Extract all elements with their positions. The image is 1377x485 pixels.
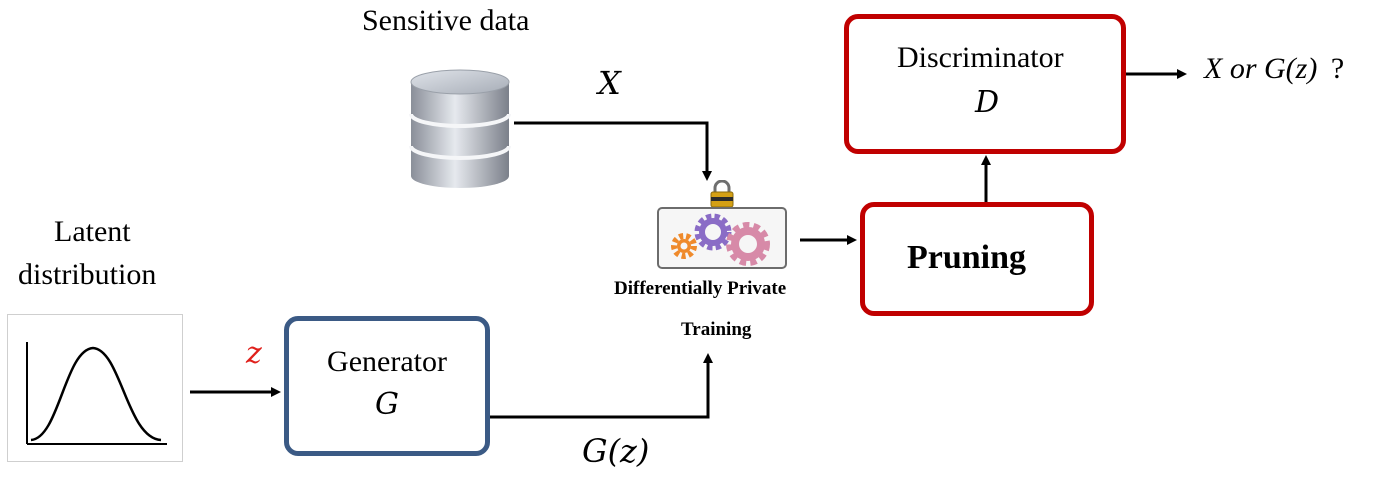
dp-training-line1: Differentially Private [614, 278, 787, 299]
x-label: X [598, 64, 621, 102]
latent-label-line1: Latent [54, 215, 131, 248]
discriminator-symbol: D [975, 85, 1000, 120]
gz-label: G(z) [582, 432, 650, 470]
pruning-box: Pruning [860, 202, 1094, 316]
output-question: ? [1330, 52, 1345, 85]
arrow-data-to-dp [514, 121, 712, 181]
database-icon [409, 69, 511, 188]
generator-symbol: G [375, 387, 399, 422]
arrow-generator-to-dp [488, 353, 713, 419]
generator-name: Generator [327, 345, 447, 378]
gears-icon [657, 207, 787, 269]
output-expression: X or G(z) [1204, 52, 1318, 85]
sensitive-data-label: Sensitive data [362, 4, 530, 37]
generator-box: Generator G [284, 316, 490, 456]
pruning-label: Pruning [907, 239, 1027, 276]
discriminator-name: Discriminator [897, 41, 1064, 74]
z-label: z [246, 336, 262, 371]
discriminator-box: Discriminator D [844, 14, 1126, 154]
lock-icon [710, 180, 734, 208]
latent-label-line2: distribution [18, 258, 157, 291]
dp-training-line2: Training [681, 319, 752, 340]
output-label: X or G(z) ? [1204, 52, 1344, 86]
gaussian-curve-icon [7, 314, 183, 462]
